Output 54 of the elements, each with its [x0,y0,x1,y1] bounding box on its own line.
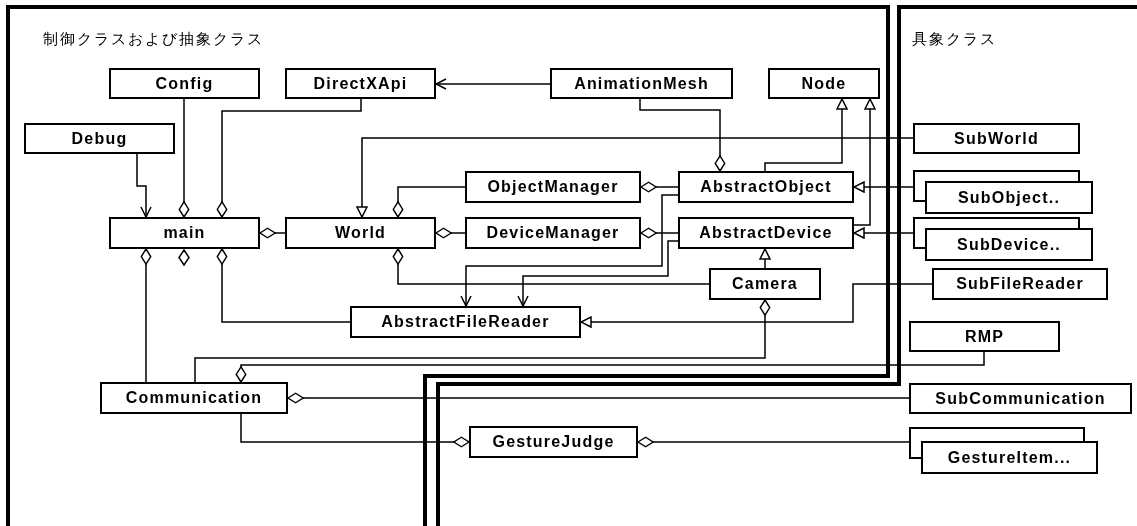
class-box: AnimationMesh [550,68,733,99]
aggregation-line [639,98,726,172]
class-box: Communication [100,382,288,414]
inheritance-arrow [853,227,914,239]
aggregation-line [194,299,771,383]
arrow [435,78,551,90]
aggregation-line [240,413,470,448]
aggregation-line [259,227,286,239]
aggregation-line [392,186,466,218]
class-box: SubFileReader [932,268,1108,300]
inheritance-arrow [759,248,771,269]
class-box: GestureJudge [469,426,638,458]
stacked-class-box [913,217,1093,261]
aggregation-line [637,436,910,448]
class-box: main [109,217,260,249]
region-title: 制御クラスおよび抽象クラス [43,30,264,49]
inheritance-arrow [580,283,933,328]
inheritance-arrow [853,181,914,193]
class-name: GestureItem... [946,447,1073,468]
class-box: AbstractDevice [678,217,854,249]
inheritance-arrow [853,98,876,226]
class-box: SubCommunication [909,383,1132,414]
class-box: Config [109,68,260,99]
class-box: AbstractFileReader [350,306,581,338]
class-box: AbstractObject [678,171,854,203]
class-box: SubWorld [913,123,1080,154]
class-box: ObjectManager [465,171,641,203]
class-name: SubObject.. [956,187,1062,208]
arrow [460,194,679,307]
class-box: DirectXApi [285,68,436,99]
aggregation-line [640,227,679,239]
class-box: RMP [909,321,1060,352]
aggregation-line [287,392,910,404]
inheritance-arrow [356,137,914,218]
inheritance-arrow [764,98,848,172]
aggregation-line [140,248,152,383]
stacked-class-box [913,170,1093,214]
arrow [517,240,679,307]
region-title: 具象クラス [912,30,997,49]
stacked-class-box [909,427,1098,474]
aggregation-line [216,248,351,323]
aggregation-line [216,98,362,218]
arrow [136,153,152,218]
aggregation-line [235,351,985,383]
class-box: Camera [709,268,821,300]
class-box: Node [768,68,880,99]
class-box: DeviceManager [465,217,641,249]
class-box: Debug [24,123,175,154]
class-name: SubDevice.. [956,234,1062,255]
aggregation-line [640,181,679,193]
aggregation-line [392,248,710,285]
class-box: World [285,217,436,249]
aggregation-line [435,227,466,239]
aggregation-line [178,98,190,218]
